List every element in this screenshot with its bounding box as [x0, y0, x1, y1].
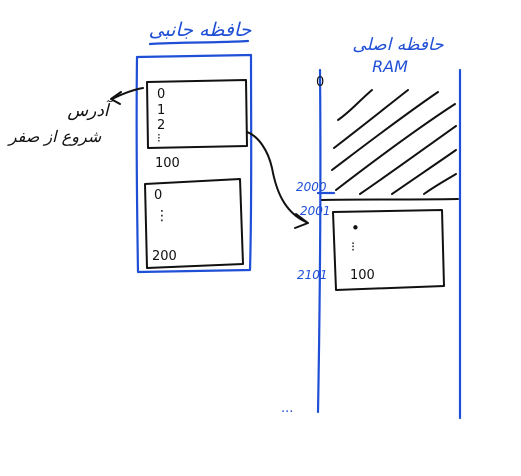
secondary-block-1-box [146, 79, 248, 149]
address-2001: 2001 [300, 204, 331, 218]
secondary-memory-column [135, 53, 253, 274]
annotation-line-2: شروع از صفر [7, 127, 102, 146]
secondary-block-2-end-label: 200 [152, 249, 177, 264]
secondary-block-1-line-0: 0 [157, 87, 165, 102]
loaded-block-line-0: • [351, 219, 360, 237]
occupied-region-hatching [331, 89, 457, 195]
load-arrow-line [246, 131, 307, 223]
address-bottom-ellipsis: ... [281, 401, 293, 416]
secondary-block-1-line-2: 2 [157, 118, 165, 133]
secondary-block-2-line-1: ⋮ [155, 208, 169, 224]
region-divider [321, 198, 459, 201]
secondary-memory-title: حافظه جانبی [149, 19, 252, 41]
secondary-memory: حافظه جانبی 0 1 2 ⁝ 100 0 ⋮ 200 [135, 19, 253, 274]
annotation-arrow [111, 87, 144, 100]
loaded-block-end-label: 100 [350, 268, 375, 283]
loaded-block-box [332, 209, 445, 291]
secondary-block-1-line-3: ⁝ [157, 131, 161, 145]
annotation-line-1: آدرس [67, 100, 114, 121]
loaded-block-line-1: ⁝ [351, 240, 355, 255]
secondary-block-2: 0 ⋮ 200 [144, 178, 244, 269]
loaded-block: • ⁝ 100 [332, 209, 445, 291]
load-arrow-head [294, 213, 309, 229]
main-memory-title-line1: حافظه اصلی [352, 35, 444, 55]
secondary-title-underline [148, 39, 250, 46]
main-memory-title-line2: RAM [372, 57, 408, 76]
address-2101: 2101 [297, 268, 328, 282]
secondary-block-1-line-1: 1 [157, 103, 165, 118]
address-annotation: آدرس شروع از صفر [7, 87, 144, 146]
secondary-block-2-line-0: 0 [154, 188, 162, 203]
secondary-block-1-end-label: 100 [155, 156, 180, 171]
main-memory: حافظه اصلی RAM 0 2000 2001 2101 ... • ⁝ … [281, 35, 462, 420]
address-0: 0 [316, 75, 324, 90]
main-memory-left-edge [316, 68, 322, 414]
secondary-block-2-box [144, 178, 244, 269]
annotation-arrow-head [110, 91, 122, 105]
address-2000: 2000 [296, 180, 327, 194]
load-arrow [246, 131, 309, 229]
secondary-block-1: 0 1 2 ⁝ 100 [146, 79, 248, 171]
